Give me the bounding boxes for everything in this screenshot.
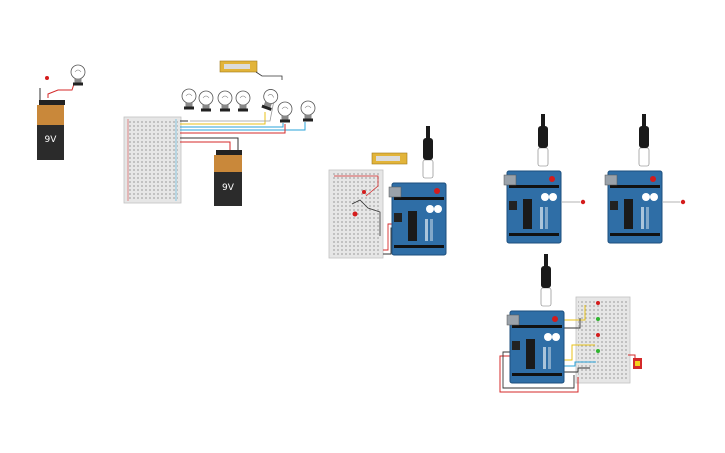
circuit-arduino-traffic[interactable] <box>499 253 642 393</box>
light-bulb-icon[interactable] <box>198 90 214 112</box>
arduino-uno-icon[interactable] <box>506 310 565 384</box>
led-icon[interactable] <box>680 199 686 205</box>
slide-switch-icon[interactable] <box>633 358 642 369</box>
light-bulb-icon[interactable] <box>259 87 281 113</box>
led-icon[interactable] <box>596 349 600 353</box>
battery-9v-icon[interactable]: 9V <box>37 100 65 160</box>
light-bulb-icon[interactable] <box>181 88 197 110</box>
led-icon[interactable] <box>45 76 49 80</box>
usb-cable-icon[interactable] <box>537 113 549 167</box>
breadboard-icon[interactable] <box>123 116 182 204</box>
battery-label: 9V <box>222 183 235 193</box>
circuit-arduino-breadboard[interactable] <box>328 125 447 259</box>
potentiometer-icon[interactable] <box>371 152 408 165</box>
led-icon[interactable] <box>596 333 600 337</box>
arduino-uno-icon[interactable] <box>604 170 663 244</box>
arduino-uno-icon[interactable] <box>388 182 447 256</box>
led-icon[interactable] <box>352 211 358 217</box>
usb-cable-icon[interactable] <box>422 125 434 179</box>
light-bulb-icon[interactable] <box>277 101 293 123</box>
light-bulb-icon[interactable] <box>70 64 86 86</box>
led-icon[interactable] <box>596 301 600 305</box>
usb-cable-icon[interactable] <box>540 253 552 307</box>
breadboard-icon[interactable] <box>575 296 631 384</box>
circuit-arduino-led-1[interactable] <box>503 113 586 244</box>
battery-9v-icon[interactable]: 9V <box>214 150 242 206</box>
led-icon[interactable] <box>596 317 600 321</box>
potentiometer-icon[interactable] <box>219 60 283 80</box>
light-bulb-icon[interactable] <box>217 90 233 112</box>
light-bulb-icon[interactable] <box>300 100 316 122</box>
led-icon[interactable] <box>362 190 366 194</box>
battery-label: 9V <box>45 135 58 145</box>
led-icon[interactable] <box>580 199 586 205</box>
light-bulb-icon[interactable] <box>235 90 251 112</box>
circuit-arduino-led-2[interactable] <box>604 113 686 244</box>
circuit-bulb-array[interactable]: 9V <box>123 60 316 206</box>
arduino-uno-icon[interactable] <box>503 170 562 244</box>
usb-cable-icon[interactable] <box>638 113 650 167</box>
circuit-small-battery[interactable]: 9V <box>37 64 86 160</box>
